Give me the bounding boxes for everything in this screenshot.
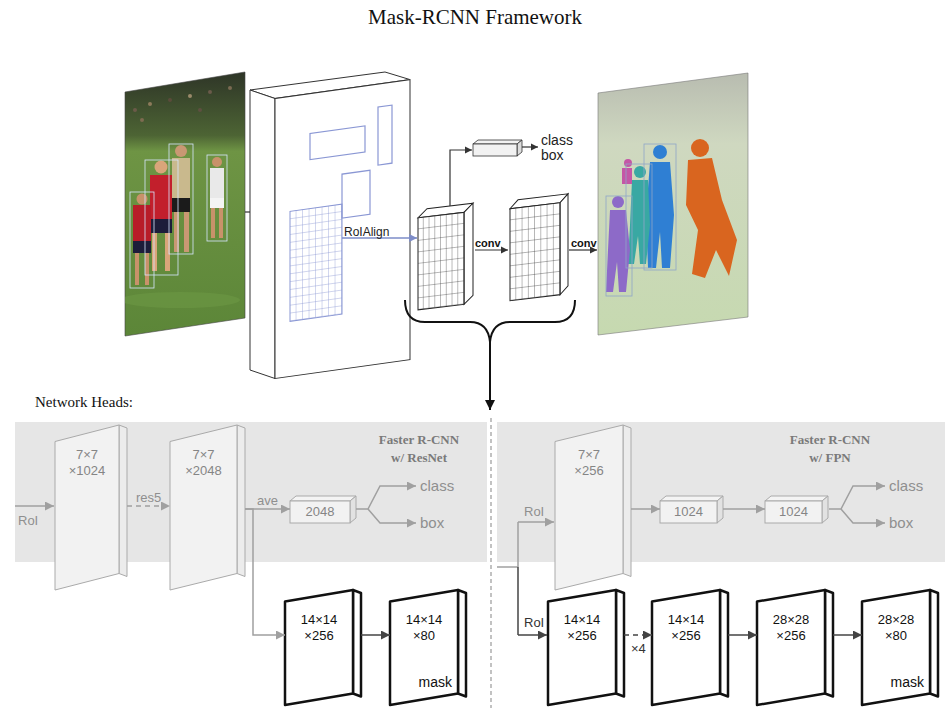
panel-heading: Faster R-CNN w/ FPN [790,432,870,465]
mask-text-slot: mask [891,673,924,691]
section-heading: Network Heads: [35,394,133,410]
roi-label: RoI [524,504,544,519]
output-label: class [420,477,454,494]
slab-dims: 7×7 ×2048 [185,447,222,478]
slab-dims: 28×28 ×80 [878,612,915,643]
head-panel: Faster R-CNN w/ FPN 7×7 ×256 1024 1024 [497,422,945,562]
edge-label: ave [257,493,278,508]
mask-slab: 14×14 ×256 [548,590,624,705]
edge-label-slot: res5 [136,488,161,506]
slab-dims: 7×7 ×1024 [69,447,106,478]
slab-shape [757,590,833,705]
mask-label: mask [419,674,452,690]
edge-arrow [245,509,285,635]
slab-text-slot: 14×14 ×256 [652,612,720,644]
slab-shape [548,590,624,705]
box-text-slot: 1024 [660,501,717,523]
label-slot: RoI [524,502,544,520]
fc-box: 1024 [765,496,828,523]
head-panel: Faster R-CNN w/ ResNet 7×7 ×1024 7×7 ×2048… [15,422,487,562]
conv-label: conv [475,237,501,249]
edge-label-slot: ave [257,491,278,509]
fc-size: 1024 [674,505,703,519]
roialign-label: RoIAlign [344,225,389,239]
slab-text-slot: 28×28 ×256 [757,612,825,644]
edge-label: res5 [136,490,161,505]
feature-slab: 7×7 ×256 [555,425,631,590]
slab-text-slot: 14×14 ×256 [285,612,353,644]
edge-arrow [361,634,390,636]
mask-label: mask [891,674,924,690]
slab-dims: 7×7 ×256 [574,447,603,478]
label-slot: RoI [524,613,544,631]
label-slot: conv [571,233,597,251]
output-label: box [420,514,444,531]
edge-label: ×4 [631,641,646,656]
slab-text-slot: 14×14 ×256 [548,612,616,644]
conv-label: conv [571,237,597,249]
slab-text-slot: 7×7 ×1024 [55,447,119,479]
edge-label-slot: ×4 [631,639,646,657]
label-slot: class [420,477,454,495]
mask-slab: 28×28 ×80 mask [862,590,938,705]
feature-slab: 7×7 ×2048 [170,425,245,590]
panel-heading: Faster R-CNN w/ ResNet [379,432,459,465]
heading-slot: Faster R-CNN w/ FPN [784,430,876,466]
roi-label: RoI [18,513,38,528]
slab-dims: 14×14 ×256 [564,612,601,643]
output-label: class box [541,133,573,164]
edge-arrow [723,508,765,510]
label-slot: RoIAlign [344,222,389,240]
output-label: box [889,514,913,531]
edge-arrow [631,508,660,510]
mask-slab: 14×14 ×80 mask [390,590,466,705]
title-slot: Mask-RCNN Framework [0,5,950,30]
box-text-slot: 1024 [765,501,822,523]
label-slot: Network Heads: [35,393,133,411]
mask-slab: 14×14 ×256 [285,590,361,705]
slab-dims: 14×14 ×80 [406,612,443,643]
slab-dims: 14×14 ×256 [301,612,338,643]
label-slot: class box [541,133,573,164]
feature-slab: 7×7 ×1024 [55,425,127,590]
edge-arrow [127,505,170,507]
label-slot: class [889,477,923,495]
label-slot: box [889,514,913,532]
heading-slot: Faster R-CNN w/ ResNet [373,430,465,466]
diagram-title: Mask-RCNN Framework [368,5,582,29]
slab-shape [652,590,728,705]
slab-shape [285,590,361,705]
fc-size: 2048 [306,505,335,519]
output-label: class [889,477,923,494]
slab-text-slot: 28×28 ×80 [862,612,930,644]
label-slot: RoI [18,511,38,529]
slab-dims: 28×28 ×256 [773,612,810,643]
fc-box: 2048 [290,496,356,523]
mask-slab: 28×28 ×256 [757,590,833,705]
edge-arrow [624,634,652,636]
fc-box: 1024 [660,496,723,523]
box-text-slot: 2048 [290,501,350,523]
slab-text-slot: 14×14 ×80 [390,612,458,644]
edge-arrow [728,634,757,636]
roi-label: RoI [524,615,544,630]
mask-text-slot: mask [419,673,452,691]
slab-dims: 14×14 ×256 [668,612,705,643]
label-slot: conv [475,233,501,251]
slab-text-slot: 7×7 ×2048 [170,447,237,479]
fc-size: 1024 [779,505,808,519]
label-slot: box [420,514,444,532]
edge-arrow [833,634,862,636]
mask-slab: 14×14 ×256 [652,590,728,705]
slab-text-slot: 7×7 ×256 [555,447,623,479]
